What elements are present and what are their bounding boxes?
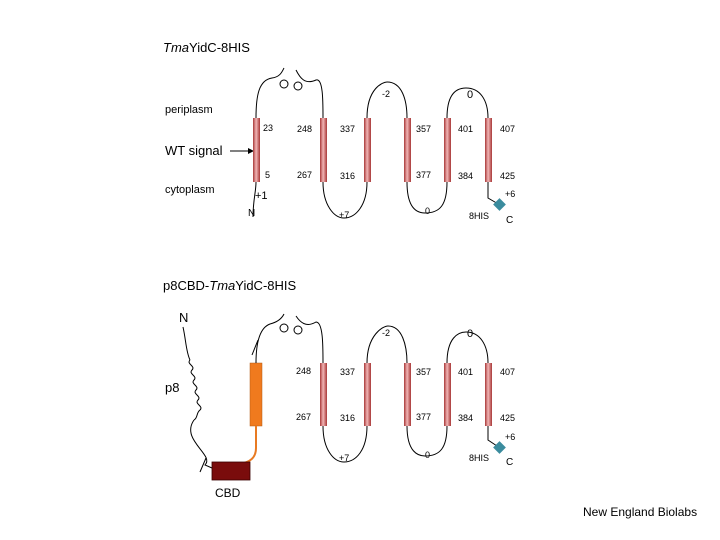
tm2-top-number: 248 [297, 124, 312, 134]
bottom-c-terminus: C [506, 457, 513, 468]
tm1-bottom-number: 5 [265, 170, 270, 180]
tm5-bottom-number: 384 [458, 171, 473, 181]
p8-helix [249, 362, 263, 427]
credit-label: New England Biolabs [583, 505, 697, 519]
tm-helix-2 [320, 118, 327, 182]
cbd-domain [211, 461, 251, 481]
tm3-top-number: 337 [340, 124, 355, 134]
bottom-n-terminus: N [179, 310, 188, 325]
top-chain [252, 67, 501, 219]
bottom-loop-circles [279, 323, 303, 335]
bottom-tm4-bottom-number: 377 [416, 412, 431, 422]
bottom-tm-helix-2 [320, 363, 327, 426]
bottom-tm5-bottom-number: 384 [458, 413, 473, 423]
bottom-charge-c: +6 [505, 432, 515, 442]
top-charge-cyto2: 0 [425, 206, 430, 216]
tm3-bottom-number: 316 [340, 171, 355, 181]
top-loop-circles [279, 79, 303, 91]
bottom-tm3-bottom-number: 316 [340, 413, 355, 423]
cytoplasm-label: cytoplasm [165, 184, 215, 196]
wt-signal-label: WT signal [165, 143, 223, 158]
bottom-tm5-top-number: 401 [458, 367, 473, 377]
tm5-top-number: 401 [458, 124, 473, 134]
top-charge-n: +1 [255, 190, 268, 202]
bottom-tm-helix-4 [404, 363, 411, 426]
cbd-label: CBD [215, 486, 241, 500]
bottom-charge-cyto2: 0 [425, 450, 430, 460]
bottom-chain [182, 313, 501, 473]
tm6-bottom-number: 425 [500, 171, 515, 181]
tm-helix-3 [364, 118, 371, 182]
top-n-terminus: N [248, 208, 255, 219]
tm-helix-5 [444, 118, 451, 182]
bottom-tm3-top-number: 337 [340, 367, 355, 377]
bottom-tm6-top-number: 407 [500, 367, 515, 377]
his-tag-top [493, 198, 506, 211]
periplasm-label: periplasm [165, 104, 213, 116]
top-charge-cyto1: +7 [339, 210, 349, 220]
bottom-tm-helix-6 [485, 363, 492, 426]
bottom-charge-loop2: 0 [467, 328, 473, 340]
wt-signal-arrow [230, 148, 254, 154]
bottom-tm2-top-number: 248 [296, 366, 311, 376]
tm4-bottom-number: 377 [416, 170, 431, 180]
tm1-top-number: 23 [263, 123, 273, 133]
tm2-bottom-number: 267 [297, 170, 312, 180]
tm-helix-6 [485, 118, 492, 182]
p8-label: p8 [165, 380, 179, 395]
tm4-top-number: 357 [416, 124, 431, 134]
bottom-charge-cyto1: +7 [339, 453, 349, 463]
top-charge-loop1: -2 [382, 89, 390, 99]
bottom-diagram: p8CBD-TmaYidC-8HIS N p8 [163, 278, 515, 500]
tm-helix-4 [404, 118, 411, 182]
top-diagram: TmaYidC-8HIS periplasm cytoplasm WT sign… [163, 40, 515, 226]
top-title: TmaYidC-8HIS [163, 40, 250, 55]
his-tag-bottom [493, 441, 506, 454]
bottom-tm-helix-5 [444, 363, 451, 426]
bottom-his-label: 8HIS [469, 453, 489, 463]
bottom-charge-loop1: -2 [382, 328, 390, 338]
top-his-label: 8HIS [469, 211, 489, 221]
top-c-terminus: C [506, 215, 513, 226]
cbd-linker [239, 426, 257, 465]
bottom-tm-helix-3 [364, 363, 371, 426]
bottom-tm6-bottom-number: 425 [500, 413, 515, 423]
bottom-title: p8CBD-TmaYidC-8HIS [163, 278, 297, 293]
bottom-tm2-bottom-number: 267 [296, 412, 311, 422]
tm-helix-1 [253, 118, 260, 182]
bottom-tm4-top-number: 357 [416, 367, 431, 377]
top-charge-c: +6 [505, 189, 515, 199]
tm6-top-number: 407 [500, 124, 515, 134]
top-charge-loop2: 0 [467, 89, 473, 101]
